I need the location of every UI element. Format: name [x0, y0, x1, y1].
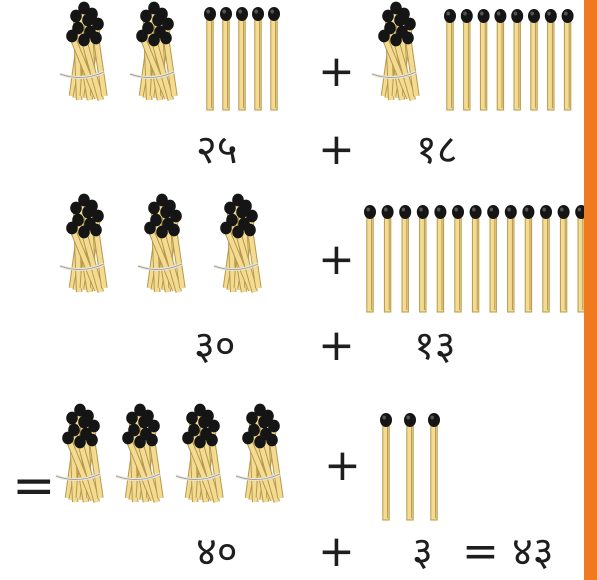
single-matchstick-icon — [469, 205, 482, 313]
single-matchstick-icon — [540, 205, 552, 313]
single-matchstick-icon — [220, 7, 232, 111]
single-matchstick-icon — [557, 205, 570, 313]
single-matchstick-icon — [494, 9, 507, 111]
row2-right-number: १३ — [414, 323, 456, 369]
row3-right-number: ३ — [412, 529, 433, 575]
row3-right-group — [380, 413, 440, 521]
single-matchstick-icon — [522, 205, 535, 313]
single-matchstick-icon — [434, 205, 447, 313]
accent-stripe — [584, 0, 597, 580]
single-matchstick-icon — [477, 9, 490, 111]
single-matchstick-icon — [444, 9, 456, 111]
single-matchstick-icon — [428, 413, 440, 521]
single-matchstick-icon — [528, 9, 540, 111]
row3-plus-sign-numbers: + — [318, 526, 355, 577]
matchstick-bundle-of-ten-icon — [137, 193, 186, 293]
single-matchstick-icon — [399, 205, 412, 313]
row1-left-group — [59, 1, 280, 111]
single-matchstick-icon — [511, 9, 524, 111]
matchstick-bundle-of-ten-icon — [371, 1, 420, 101]
matchstick-bundle-of-ten-icon — [129, 1, 178, 101]
matchstick-bundle-of-ten-icon — [59, 193, 108, 293]
single-matchstick-icon — [380, 413, 392, 521]
row1-right-group — [371, 1, 574, 111]
matchstick-bundle-of-ten-icon — [55, 403, 104, 503]
row2-plus-sign: + — [318, 234, 355, 285]
single-matchstick-icon — [204, 7, 216, 111]
single-matchstick-icon — [504, 205, 517, 313]
row1-plus-sign: + — [318, 46, 355, 97]
single-matchstick-icon — [268, 7, 280, 111]
row3-result: ४३ — [512, 529, 554, 575]
matchstick-bundle-of-ten-icon — [59, 1, 108, 101]
matchstick-bundle-of-ten-icon — [235, 403, 284, 503]
matchstick-bundle-of-ten-icon — [115, 403, 164, 503]
single-matchstick-icon — [561, 9, 574, 111]
row1-plus-sign-numbers: + — [318, 124, 355, 175]
single-matchstick-icon — [236, 7, 248, 111]
row3-left-group — [55, 403, 284, 503]
row3-left-number: ४० — [196, 529, 238, 575]
single-matchstick-icon — [364, 205, 376, 313]
single-matchstick-icon — [381, 205, 394, 313]
row3-leading-equals: = — [12, 456, 56, 516]
single-matchstick-icon — [452, 205, 464, 313]
single-matchstick-icon — [487, 205, 500, 313]
row2-left-number: ३० — [194, 323, 236, 369]
row3-plus-sign: + — [324, 440, 361, 491]
single-matchstick-icon — [544, 9, 557, 111]
row2-left-group — [59, 193, 262, 293]
matchstick-bundle-of-ten-icon — [213, 193, 262, 293]
row2-right-group — [364, 205, 588, 313]
single-matchstick-icon — [460, 9, 473, 111]
row1-right-number: १८ — [416, 127, 458, 173]
row3-equals-sign: = — [462, 526, 499, 577]
matchstick-bundle-of-ten-icon — [175, 403, 224, 503]
single-matchstick-icon — [416, 205, 429, 313]
row2-plus-sign-numbers: + — [318, 320, 355, 371]
single-matchstick-icon — [404, 413, 416, 521]
row1-left-number: २५ — [196, 127, 238, 173]
single-matchstick-icon — [252, 7, 264, 111]
